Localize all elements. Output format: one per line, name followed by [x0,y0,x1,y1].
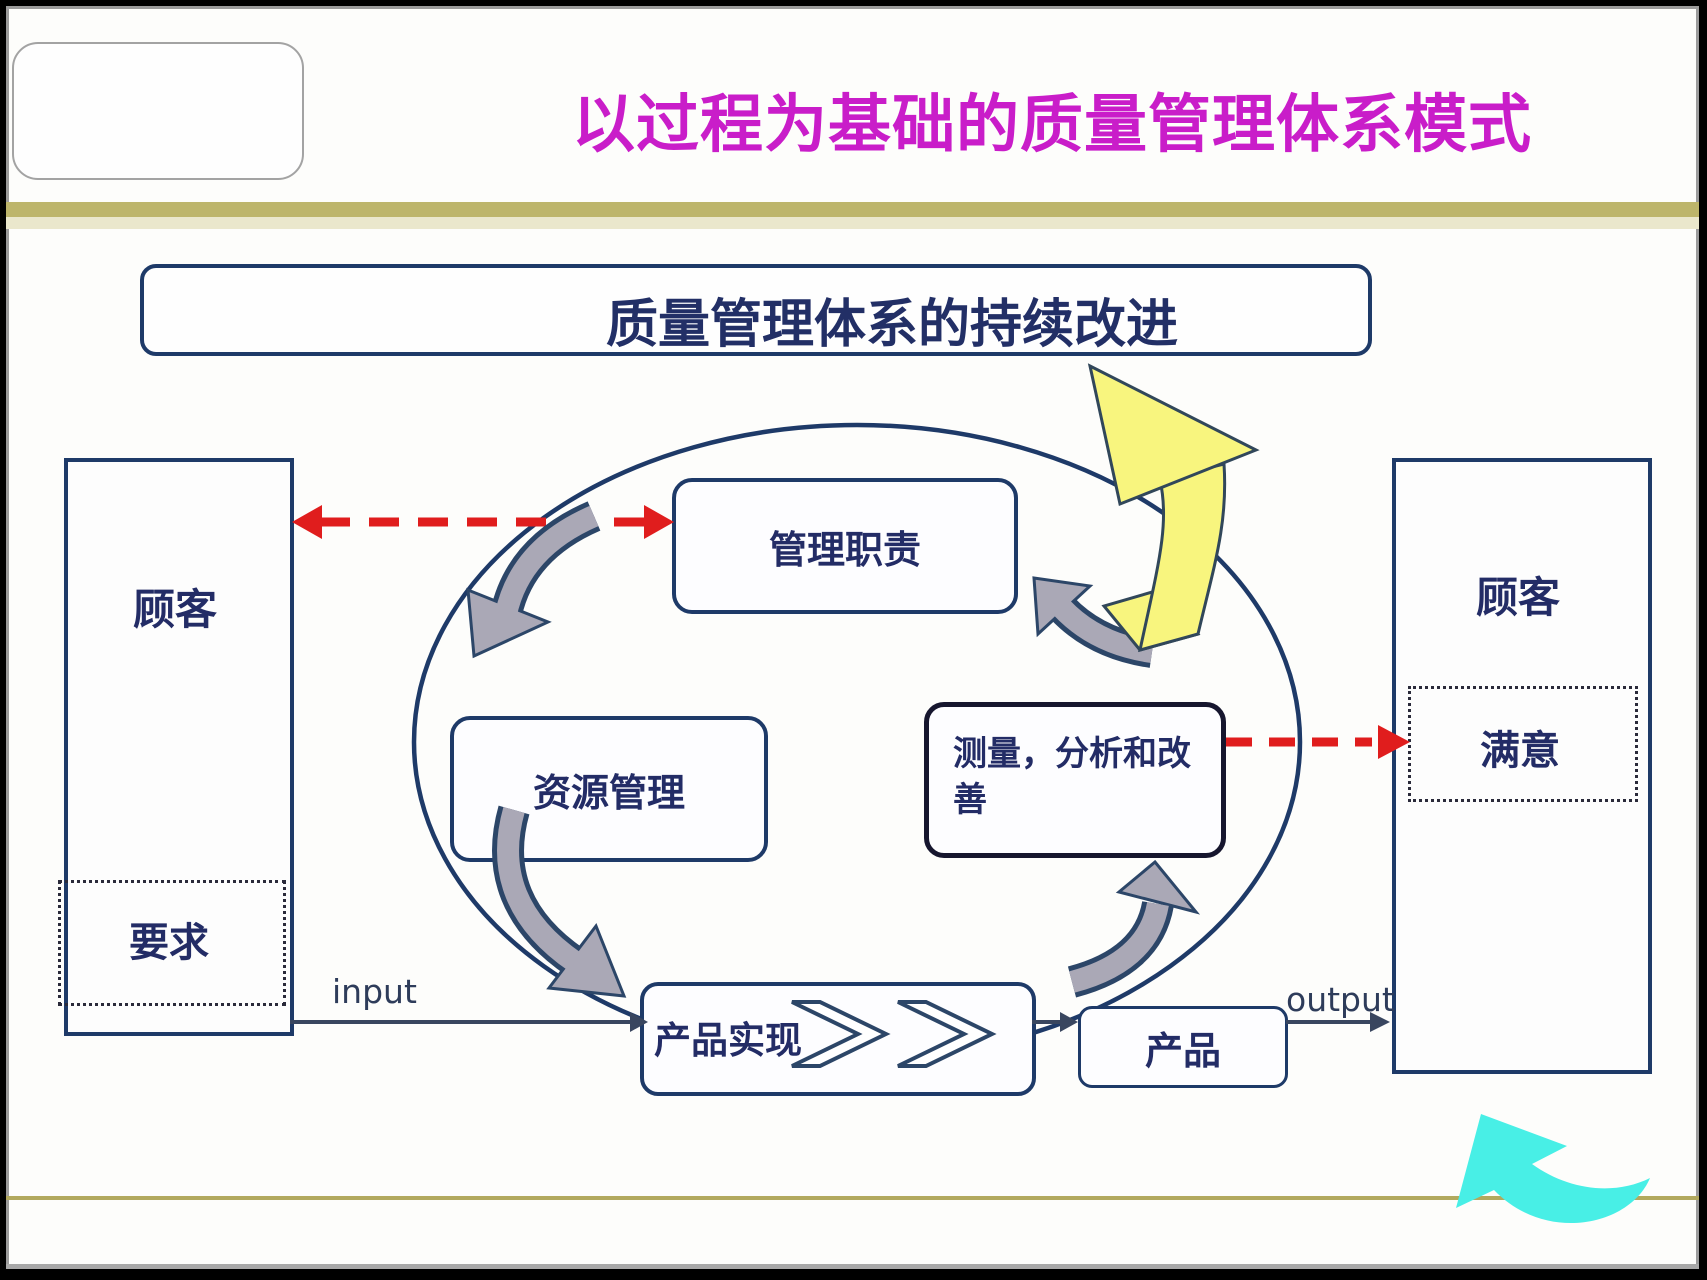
product-realization-label: 产品实现 [654,1019,802,1062]
continual-improvement-banner-box [140,264,1372,356]
footer-olive-line [6,1196,1699,1200]
customer-label-left: 顾客 [132,585,217,634]
satisfaction-label: 满意 [1480,728,1560,774]
customer-label-right: 顾客 [1475,573,1560,622]
slide-title: 以过程为基础的质量管理体系模式 [572,88,1532,161]
requirements-dotted-box [58,880,286,1006]
output-label: output [1286,980,1395,1019]
header-divider-band [6,202,1699,217]
management-responsibility-box: 管理职责 [672,478,1018,614]
resource-management-box: 资源管理 [450,716,768,862]
customer-box-left [64,458,294,1036]
measurement-analysis-label: 测量，分析和改善 [953,734,1191,820]
requirements-label: 要求 [129,920,209,966]
input-label: input [332,972,417,1011]
management-responsibility-label: 管理职责 [768,527,921,572]
measurement-analysis-box: 测量，分析和改善 [924,702,1226,858]
header-divider-band-light [6,217,1699,229]
top-left-placeholder-box [12,42,304,180]
product-box: 产品 [1078,1006,1288,1088]
customer-box-right [1392,458,1652,1074]
product-label: 产品 [1144,1028,1221,1073]
continual-improvement-banner-label: 质量管理体系的持续改进 [606,295,1179,355]
resource-management-label: 资源管理 [532,770,685,815]
footer-gray-line [6,1264,1699,1269]
